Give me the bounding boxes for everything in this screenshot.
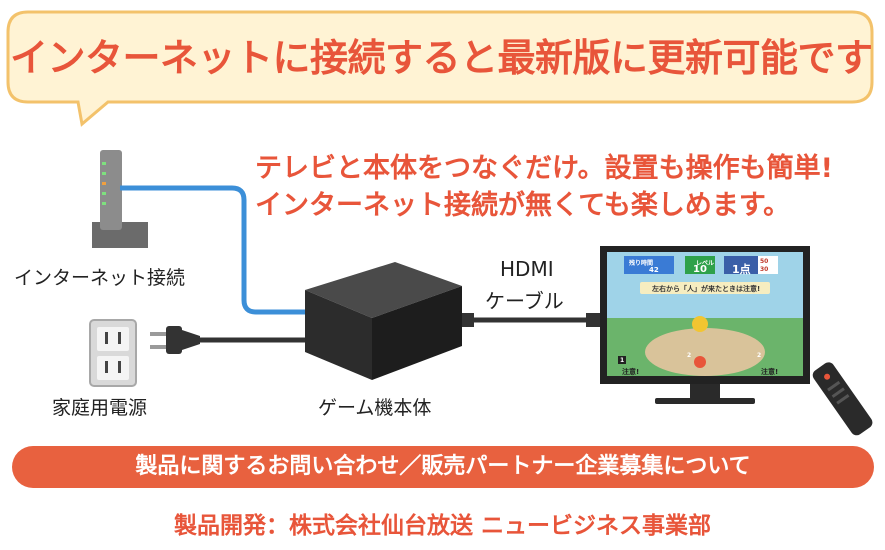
lan-cable <box>120 185 312 315</box>
contact-bar-label: 製品に関するお問い合わせ／販売パートナー企業募集について <box>135 454 751 479</box>
tv-score-small-1: 50 <box>760 258 769 265</box>
router-icon <box>92 150 148 248</box>
tv-badge-1: 1 <box>620 357 625 364</box>
speech-bubble <box>6 10 874 127</box>
lead-line-1: テレビと本体をつなぐだけ。設置も操作も簡単! <box>255 153 833 184</box>
power-plug-icon <box>150 326 200 354</box>
tv-score-small-2: 30 <box>760 266 769 273</box>
hdmi-label-line-2: ケーブル <box>485 289 564 313</box>
tv-remaining-value: 42 <box>649 266 659 274</box>
headline: インターネットに接続すると最新版に更新可能です <box>10 36 873 80</box>
console-label: ゲーム機本体 <box>318 397 432 419</box>
power-outlet-icon <box>89 319 137 387</box>
hdmi-label-line-1: HDMI <box>500 257 554 281</box>
tv-prompt: 左右から「人」が来たときは注意! <box>652 285 761 293</box>
footer-credit: 製品開発：株式会社仙台放送 ニュービジネス事業部 <box>173 513 711 539</box>
tv-score: 1点 <box>732 263 751 276</box>
game-console-icon <box>305 262 462 380</box>
tv-icon <box>600 246 810 404</box>
tv-badge-2: 2 <box>687 352 692 359</box>
tv-badge-3: 2 <box>757 352 762 359</box>
tv-warning-1: 注意! <box>622 368 640 376</box>
power-label: 家庭用電源 <box>52 397 148 419</box>
remote-control-icon <box>812 362 873 436</box>
contact-bar[interactable]: 製品に関するお問い合わせ／販売パートナー企業募集について <box>12 446 874 488</box>
tv-level-label: レベル <box>696 260 715 267</box>
lead-line-2: インターネット接続が無くても楽しめます。 <box>255 190 791 221</box>
tv-warning-2: 注意! <box>761 368 779 376</box>
tv-level-value: 10 <box>693 264 707 275</box>
router-label: インターネット接続 <box>14 267 186 289</box>
tv-remaining-label: 残り時間 <box>629 260 654 267</box>
